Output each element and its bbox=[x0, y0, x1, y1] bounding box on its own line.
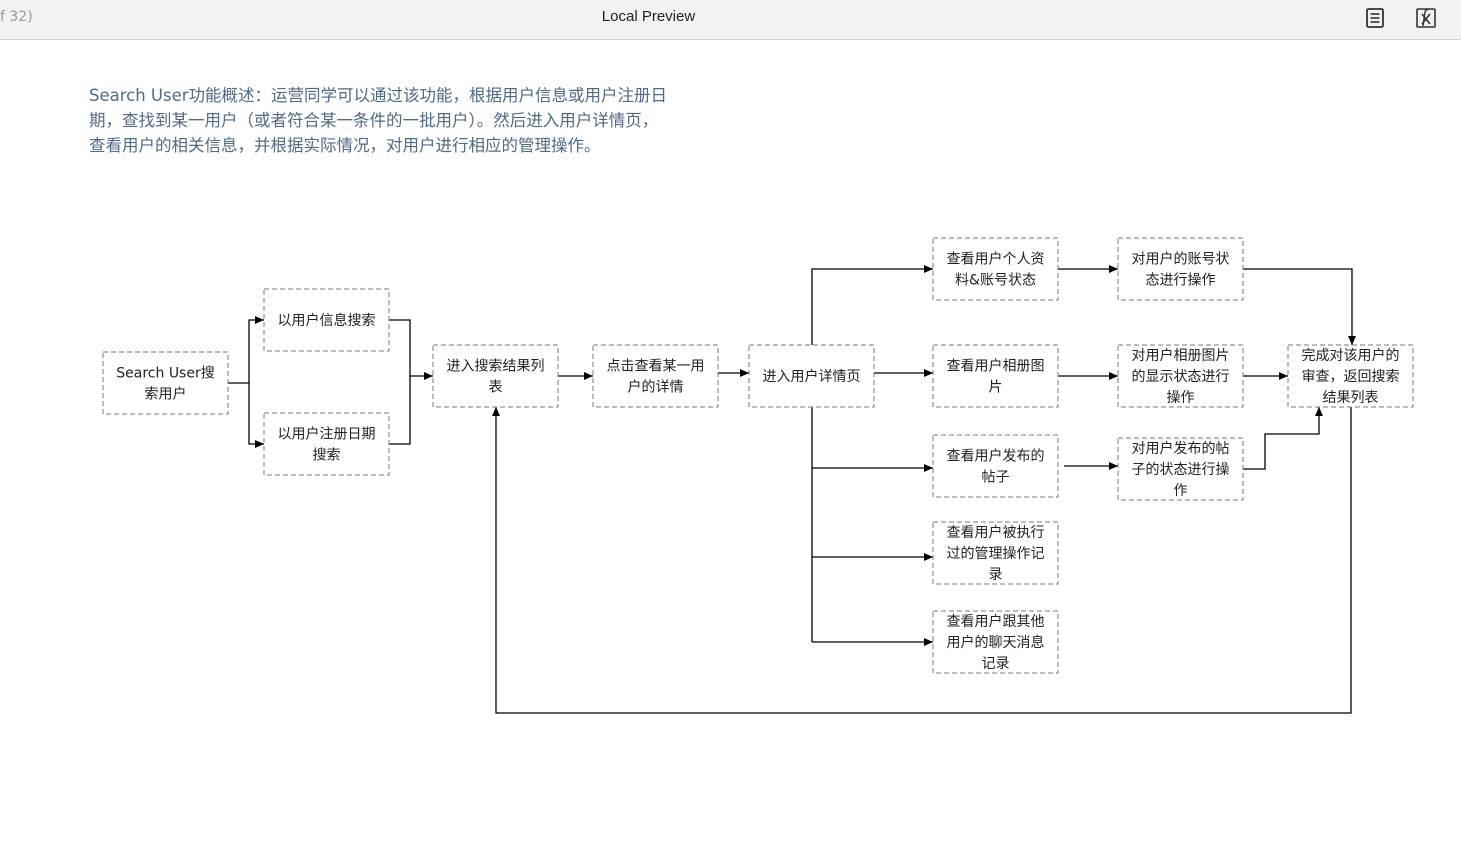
node-box bbox=[592, 344, 719, 408]
node-box bbox=[932, 434, 1059, 498]
node-label: 对用户相册图片 bbox=[1132, 347, 1230, 364]
edge-search-to-info bbox=[228, 316, 264, 384]
node-label: 的显示状态进行 bbox=[1132, 369, 1230, 385]
node-label: 以用户信息搜索 bbox=[278, 312, 376, 329]
node-label: 录 bbox=[989, 567, 1003, 583]
node-box bbox=[432, 344, 559, 408]
node-label: 进入用户详情页 bbox=[763, 368, 861, 385]
node-box bbox=[1117, 437, 1244, 501]
node-label: 操作 bbox=[1167, 390, 1195, 406]
node-box bbox=[1117, 344, 1244, 408]
edge-search-to-date bbox=[248, 383, 264, 448]
node-label: 帖子 bbox=[982, 470, 1010, 486]
edge-info-to-result bbox=[389, 319, 433, 380]
node-label: 表 bbox=[489, 380, 503, 396]
node-label: 户的详情 bbox=[628, 379, 684, 396]
node-box bbox=[263, 412, 390, 476]
node-label: 进入搜索结果列 bbox=[447, 358, 545, 375]
node-label: 索用户 bbox=[145, 386, 187, 403]
page-indicator: f 32) bbox=[0, 9, 33, 25]
node-label: Search User搜 bbox=[116, 366, 214, 382]
node-box bbox=[932, 610, 1059, 674]
node-box bbox=[263, 288, 390, 352]
node-label: 子的状态进行操 bbox=[1132, 462, 1230, 478]
node-label: 片 bbox=[989, 380, 1003, 396]
node-label: 记录 bbox=[982, 656, 1010, 672]
node-label: 查看用户发布的 bbox=[947, 448, 1045, 465]
node-label: 过的管理操作记 bbox=[947, 546, 1045, 562]
edge-opaccount-to-finish bbox=[1243, 268, 1356, 345]
node-label: 搜索 bbox=[313, 447, 341, 464]
flowchart-nodes: Search User搜索用户以用户信息搜索以用户注册日期搜索进入搜索结果列表点… bbox=[102, 237, 1414, 674]
node-box bbox=[748, 344, 875, 408]
edge-date-to-result bbox=[389, 376, 411, 445]
node-box bbox=[932, 237, 1059, 301]
node-label: 以用户注册日期 bbox=[278, 426, 376, 443]
document-list-icon[interactable] bbox=[1363, 6, 1387, 30]
flowchart-edges bbox=[228, 265, 1356, 714]
edge-detail-to-profile bbox=[811, 265, 933, 345]
node-label: 作 bbox=[1174, 483, 1188, 499]
window-title: Local Preview bbox=[601, 8, 696, 25]
node-label: 查看用户个人资 bbox=[947, 251, 1045, 268]
node-box bbox=[1117, 237, 1244, 301]
node-label: 查看用户被执行 bbox=[947, 524, 1045, 541]
node-label: 点击查看某一用 bbox=[607, 359, 705, 375]
node-label: 用户的聊天消息 bbox=[947, 634, 1045, 651]
node-box bbox=[932, 344, 1059, 408]
node-by-info: 以用户信息搜索 bbox=[263, 288, 390, 352]
edge-finish-to-result bbox=[492, 407, 1352, 714]
node-label: 查看用户跟其他 bbox=[947, 613, 1045, 630]
node-box bbox=[1287, 344, 1414, 408]
formula-icon[interactable] bbox=[1414, 6, 1438, 30]
node-label: 态进行操作 bbox=[1146, 273, 1216, 289]
node-label: 料&账号状态 bbox=[955, 273, 1036, 289]
title-bar: f 32) Local Preview bbox=[0, 0, 1461, 40]
node-detail-page: 进入用户详情页 bbox=[748, 344, 875, 408]
node-label: 结果列表 bbox=[1323, 390, 1379, 406]
node-label: 查看用户相册图 bbox=[947, 358, 1045, 375]
node-label: 对用户的账号状 bbox=[1132, 251, 1230, 268]
node-box bbox=[102, 351, 229, 415]
feature-description: Search User功能概述：运营同学可以通过该功能，根据用户信息或用户注册日… bbox=[89, 86, 668, 155]
node-label: 完成对该用户的 bbox=[1302, 347, 1400, 364]
node-label: 对用户发布的帖 bbox=[1132, 440, 1230, 457]
edge-opposts-to-finish bbox=[1243, 407, 1323, 470]
node-box bbox=[932, 521, 1059, 585]
node-label: 审查，返回搜索 bbox=[1302, 368, 1400, 385]
